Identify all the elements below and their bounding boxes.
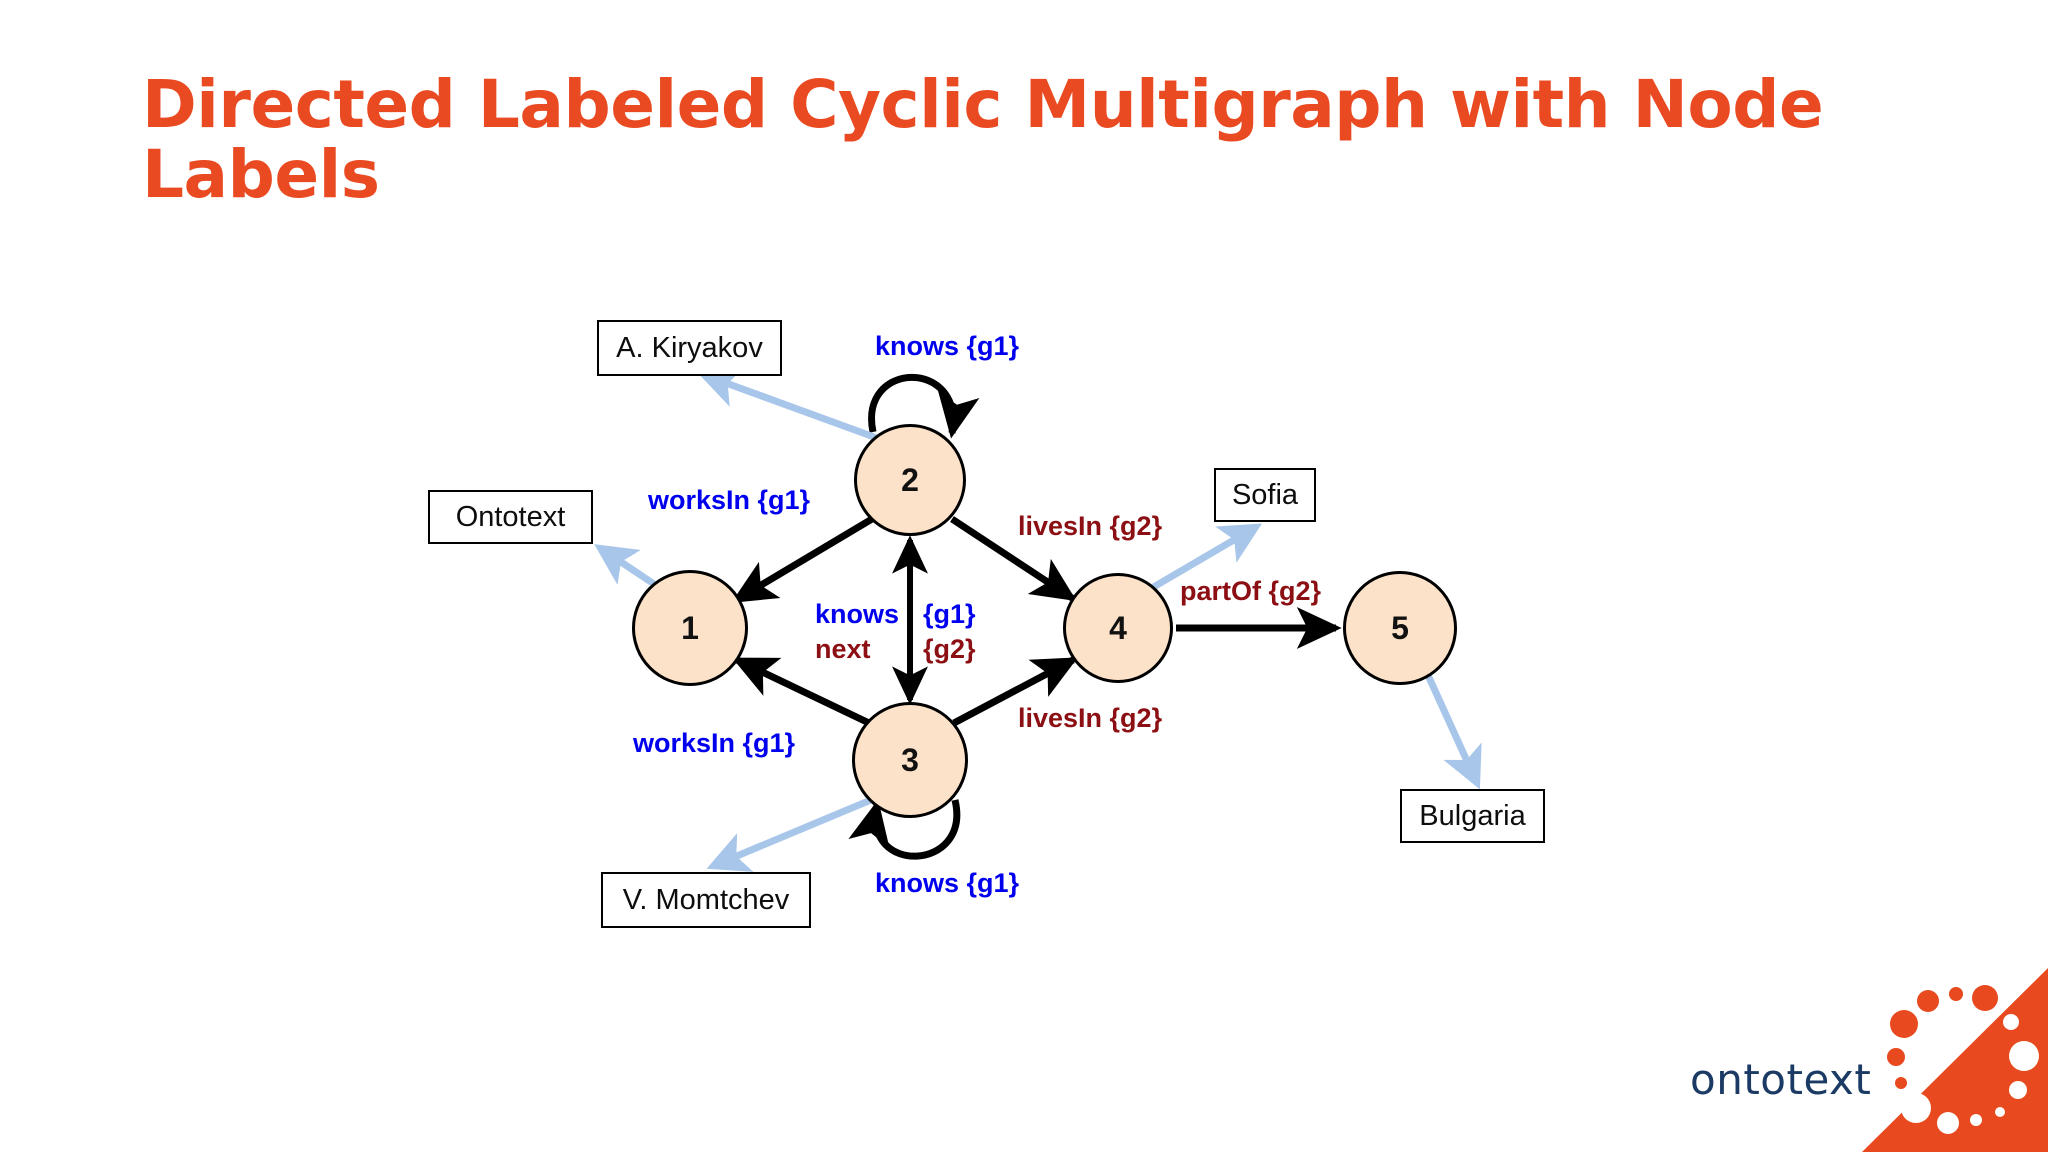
edge-livesin-node2-node4: [950, 516, 1077, 602]
graph-node-3-label: 3: [901, 741, 919, 778]
edge-livesin-node3-node4: [952, 656, 1078, 727]
literal-arrow-kiryakov: [697, 367, 887, 445]
edge-label-knows-bottom: knows {g1}: [875, 868, 1020, 898]
literal-label-bulgaria: Bulgaria: [1419, 799, 1526, 832]
edge-label-partof: partOf {g2}: [1180, 576, 1322, 606]
page-title: Directed Labeled Cyclic Multigraph with …: [142, 66, 1824, 213]
literal-arrow-ontotext: [594, 544, 662, 591]
graph-node-2[interactable]: 2: [854, 424, 966, 536]
literal-label-a-kiryakov: A. Kiryakov: [616, 331, 763, 364]
literal-box-v-momtchev[interactable]: V. Momtchev: [601, 872, 811, 928]
ontotext-logo-mark: [1862, 968, 2048, 1152]
edge-label-livesin-upper: livesIn {g2}: [1018, 511, 1163, 541]
edge-label-next-center: next: [815, 634, 871, 664]
edge-label-worksin-lower: worksIn {g1}: [633, 728, 796, 758]
edge-label-graph-g2-center: {g2}: [923, 634, 976, 664]
literal-arrow-momtchev: [706, 793, 880, 872]
literal-label-sofia: Sofia: [1231, 478, 1299, 511]
graph-node-2-label: 2: [901, 461, 919, 498]
ontotext-logo-wordmark: ontotext: [1690, 1055, 1872, 1104]
literal-arrow-bulgaria: [1423, 671, 1482, 790]
literal-arrow-sofia: [1143, 523, 1263, 596]
literal-label-ontotext: Ontotext: [455, 500, 566, 533]
edge-label-graph-g1-center: {g1}: [923, 599, 976, 629]
edge-label-knows-top: knows {g1}: [875, 331, 1020, 361]
graph-node-1-label: 1: [681, 609, 699, 646]
edge-label-worksin-upper: worksIn {g1}: [648, 485, 811, 515]
literal-label-v-momtchev: V. Momtchev: [622, 883, 790, 916]
literal-box-a-kiryakov[interactable]: A. Kiryakov: [597, 320, 782, 376]
edge-label-livesin-lower: livesIn {g2}: [1018, 703, 1163, 733]
graph-node-1[interactable]: 1: [632, 570, 748, 686]
graph-node-5[interactable]: 5: [1343, 571, 1457, 685]
edge-label-knows-center: knows: [815, 599, 900, 629]
graph-node-4[interactable]: 4: [1063, 573, 1173, 683]
literal-box-ontotext[interactable]: Ontotext: [428, 490, 593, 544]
edge-knows-self-node3: [848, 799, 961, 860]
ontotext-logo: ontotext: [1680, 960, 2048, 1152]
literal-box-bulgaria[interactable]: Bulgaria: [1400, 789, 1545, 843]
graph-node-3[interactable]: 3: [852, 702, 968, 818]
edge-worksin-node3-node1: [731, 656, 871, 727]
edge-worksin-node2-node1: [731, 515, 874, 604]
literal-box-sofia[interactable]: Sofia: [1214, 468, 1316, 522]
graph-node-5-label: 5: [1391, 609, 1409, 646]
graph-node-4-label: 4: [1109, 609, 1127, 646]
edge-knows-self-node2: [868, 374, 980, 439]
